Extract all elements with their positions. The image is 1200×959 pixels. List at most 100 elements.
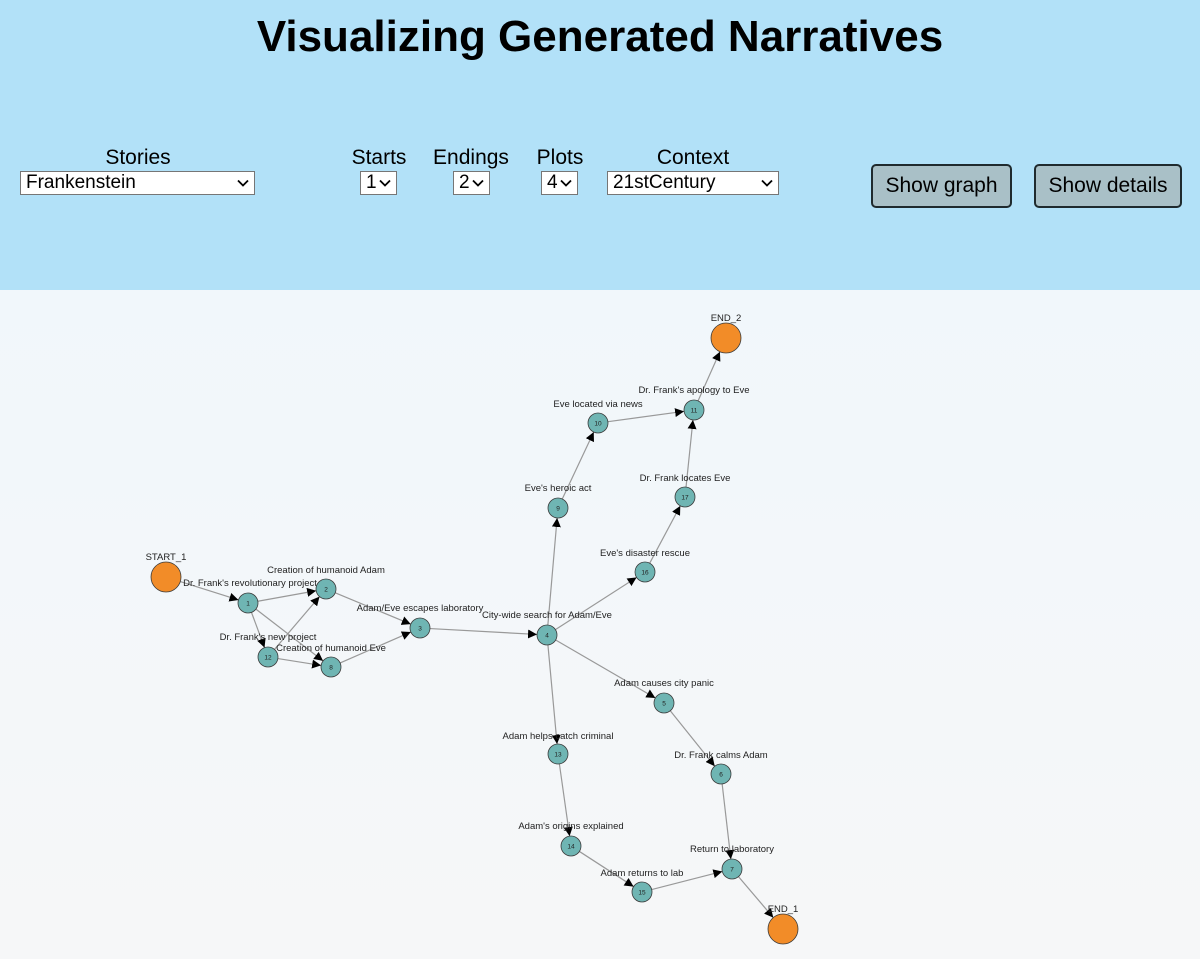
node-number: 14: [567, 843, 575, 850]
endings-label: Endings: [433, 146, 509, 169]
plots-select[interactable]: 4: [541, 171, 578, 195]
node-label: City-wide search for Adam/Eve: [482, 610, 612, 621]
edge-7-to-END_1: [738, 876, 774, 918]
chevron-down-icon: [761, 179, 773, 187]
endpoint-node-circle[interactable]: [150, 561, 182, 593]
edge-5-to-6: [669, 710, 716, 767]
node-label: Adam causes city panic: [614, 678, 714, 689]
edge-11-to-END_2: [697, 351, 721, 402]
graph-node-5[interactable]: 5 Adam causes city panic: [614, 678, 714, 714]
chevron-down-icon: [472, 179, 484, 187]
graph-node-6[interactable]: 6 Dr. Frank calms Adam: [674, 750, 768, 785]
plot-node-circle[interactable]: [674, 486, 696, 508]
graph-node-11[interactable]: 11 Dr. Frank's apology to Eve: [638, 385, 750, 421]
graph-node-end-2[interactable]: END_2: [710, 313, 742, 354]
node-number: 12: [264, 654, 272, 661]
edge-17-to-11: [685, 419, 697, 488]
starts-select[interactable]: 1: [360, 171, 397, 195]
graph-node-end-1[interactable]: END_1: [767, 904, 799, 945]
node-number: 4: [545, 632, 549, 639]
edge-10-to-11: [607, 408, 685, 423]
endpoint-node-circle[interactable]: [710, 322, 742, 354]
plots-label: Plots: [536, 146, 584, 169]
edge-4-to-5: [555, 639, 656, 699]
graph-node-1[interactable]: 1Dr. Frank's revolutionary project: [183, 578, 317, 614]
edge-15-to-7: [651, 869, 723, 891]
edge-1-to-8: [255, 608, 324, 662]
plot-node-circle[interactable]: [721, 858, 743, 880]
plot-node-circle[interactable]: [547, 497, 569, 519]
node-number: 5: [662, 700, 666, 707]
show-details-button[interactable]: Show details: [1034, 164, 1182, 208]
show-graph-button[interactable]: Show graph: [871, 164, 1012, 208]
stories-select[interactable]: Frankenstein: [20, 171, 255, 195]
stories-select-value: Frankenstein: [26, 172, 136, 193]
edge-2-to-3: [335, 592, 411, 625]
edge-4-to-13: [547, 644, 561, 745]
edge-14-to-15: [579, 850, 634, 888]
node-label: START_1: [146, 552, 187, 563]
context-select[interactable]: 21stCentury: [607, 171, 779, 195]
node-label: Dr. Frank calms Adam: [674, 750, 768, 761]
node-number: 1: [246, 600, 250, 607]
plot-node-circle[interactable]: [315, 578, 337, 600]
context-select-value: 21stCentury: [613, 172, 716, 193]
plot-node-circle[interactable]: [683, 399, 705, 421]
edge-9-to-10: [561, 431, 595, 500]
plot-node-circle[interactable]: [320, 656, 342, 678]
plot-node-circle[interactable]: [237, 592, 259, 614]
node-label: END_2: [711, 313, 742, 324]
node-label: Adam helps catch criminal: [503, 731, 614, 742]
graph-node-13[interactable]: 13 Adam helps catch criminal: [503, 731, 614, 765]
node-label: Creation of humanoid Eve: [276, 643, 386, 654]
plot-node-circle[interactable]: [631, 881, 653, 903]
plot-node-circle[interactable]: [560, 835, 582, 857]
node-number: 6: [719, 771, 723, 778]
node-number: 2: [324, 586, 328, 593]
edge-1-to-12: [250, 612, 266, 648]
node-number: 13: [554, 751, 562, 758]
node-label: Dr. Frank locates Eve: [640, 473, 731, 484]
node-label: Eve's disaster rescue: [600, 548, 690, 559]
endpoint-node-circle[interactable]: [767, 913, 799, 945]
plot-node-circle[interactable]: [587, 412, 609, 434]
page-title: Visualizing Generated Narratives: [256, 12, 944, 61]
endings-select[interactable]: 2: [453, 171, 490, 195]
node-number: 11: [691, 407, 698, 414]
plot-node-circle[interactable]: [710, 763, 732, 785]
context-label: Context: [656, 146, 730, 169]
graph-node-4[interactable]: 4 City-wide search for Adam/Eve: [482, 610, 612, 646]
node-label: Adam/Eve escapes laboratory: [357, 603, 484, 614]
node-label: Adam's origins explained: [518, 821, 623, 832]
plot-node-circle[interactable]: [257, 646, 279, 668]
endings-select-value: 2: [459, 172, 470, 193]
edge-12-to-2: [274, 596, 320, 650]
plot-node-circle[interactable]: [536, 624, 558, 646]
plot-node-circle[interactable]: [409, 617, 431, 639]
plot-node-circle[interactable]: [634, 561, 656, 583]
plot-node-circle[interactable]: [547, 743, 569, 765]
plot-node-circle[interactable]: [653, 692, 675, 714]
starts-select-value: 1: [366, 172, 377, 193]
chevron-down-icon: [379, 179, 391, 187]
node-label: Adam returns to lab: [601, 868, 684, 879]
node-label: Eve located via news: [553, 399, 642, 410]
graph-node-14[interactable]: 14 Adam's origins explained: [518, 821, 624, 857]
edge-1-to-2: [257, 587, 317, 602]
node-label: Return to laboratory: [690, 844, 774, 855]
node-label: Dr. Frank's apology to Eve: [638, 385, 749, 396]
graph-node-start-1[interactable]: START_1: [146, 552, 187, 593]
edge-6-to-7: [721, 783, 735, 860]
